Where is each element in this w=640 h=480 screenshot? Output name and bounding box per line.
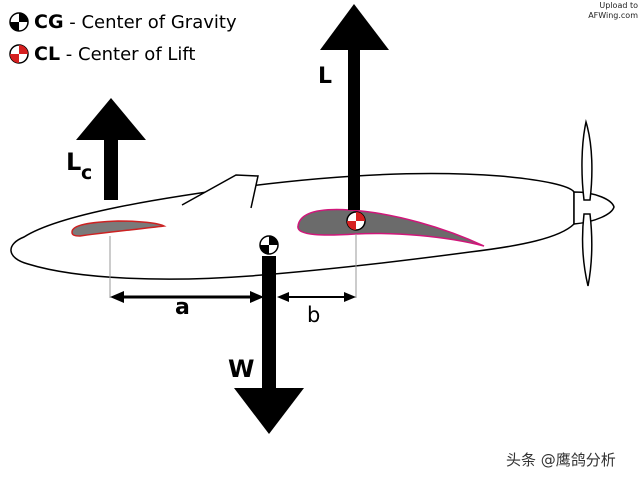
- weight-arrow-shaft: [262, 256, 276, 392]
- legend-cl: CL - Center of Lift: [8, 41, 195, 67]
- upload-note-line2: AFWing.com: [588, 11, 638, 20]
- dim-b-arrow-right: [344, 292, 356, 302]
- main-wing-airfoil: [297, 208, 485, 247]
- upload-note-line1: Upload to: [599, 1, 638, 10]
- lift-arrow-shaft: [348, 48, 360, 210]
- canard-lift-arrow-head: [76, 98, 146, 140]
- dimension-a-label: a: [175, 295, 190, 320]
- propeller-hub: [573, 191, 615, 225]
- canard-lift-label-subscript: c: [81, 162, 92, 184]
- dim-b-arrow-left: [277, 292, 289, 302]
- dim-a-arrow-right: [250, 291, 264, 303]
- watermark: 头条 @鹰鸽分析: [506, 451, 616, 469]
- legend-cl-abbr: CL: [34, 43, 61, 65]
- canard-airfoil: [71, 220, 167, 237]
- weight-label: W: [228, 355, 254, 383]
- propeller-blade-top: [581, 119, 593, 201]
- cl-marker: [346, 211, 366, 231]
- legend-cg-desc: - Center of Gravity: [63, 11, 237, 33]
- dim-a-arrow-left: [110, 291, 124, 303]
- weight-arrow-head: [234, 388, 304, 434]
- cl-legend-icon: [9, 44, 29, 64]
- cg-legend-icon: [9, 12, 29, 32]
- legend-cg: CG - Center of Gravity: [8, 9, 237, 35]
- canopy: [181, 174, 259, 209]
- legend-cl-desc: - Center of Lift: [60, 43, 196, 65]
- upload-note: Upload to AFWing.com: [558, 1, 638, 21]
- canard-lift-arrow-shaft: [104, 138, 118, 200]
- lift-label: L: [318, 64, 332, 89]
- canard-lift-label: L: [66, 148, 81, 176]
- legend-cg-abbr: CG: [34, 11, 64, 33]
- dimension-b-label: b: [307, 303, 320, 327]
- propeller-blade-bottom: [581, 213, 593, 287]
- cg-marker: [259, 235, 279, 255]
- lift-arrow-head: [320, 4, 389, 50]
